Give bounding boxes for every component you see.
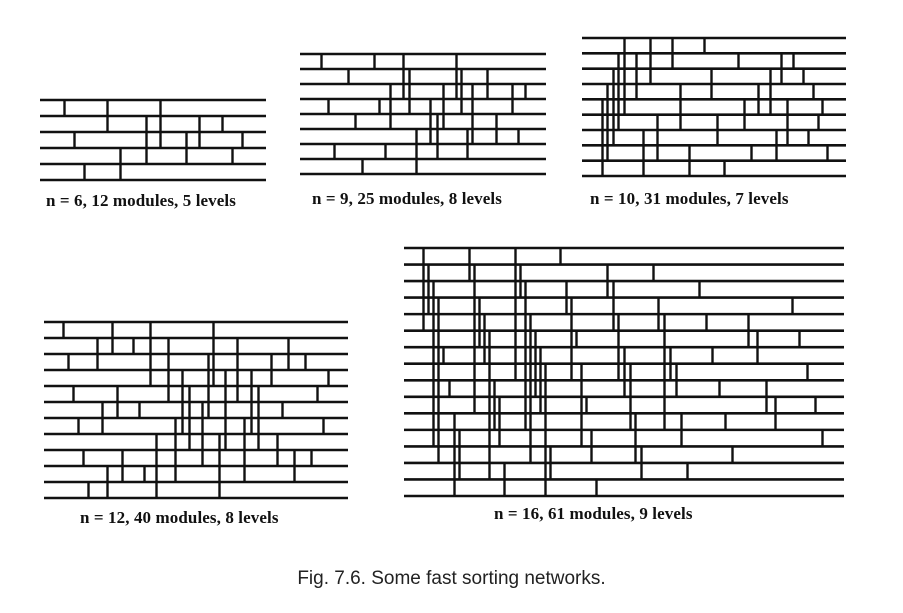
sorting-network-n10: [582, 36, 846, 178]
sorting-network-n9: [300, 52, 546, 176]
network-label-n10: n = 10, 31 modules, 7 levels: [590, 189, 789, 208]
sorting-network-n16: [404, 246, 844, 498]
sorting-network-n12: [44, 320, 348, 500]
figure-caption: Fig. 7.6. Some fast sorting networks.: [297, 568, 606, 589]
network-label-n16: n = 16, 61 modules, 9 levels: [494, 504, 693, 523]
network-label-n6: n = 6, 12 modules, 5 levels: [46, 191, 236, 210]
network-label-n12: n = 12, 40 modules, 8 levels: [80, 508, 279, 527]
sorting-network-n6: [40, 98, 266, 182]
network-label-n9: n = 9, 25 modules, 8 levels: [312, 189, 502, 208]
